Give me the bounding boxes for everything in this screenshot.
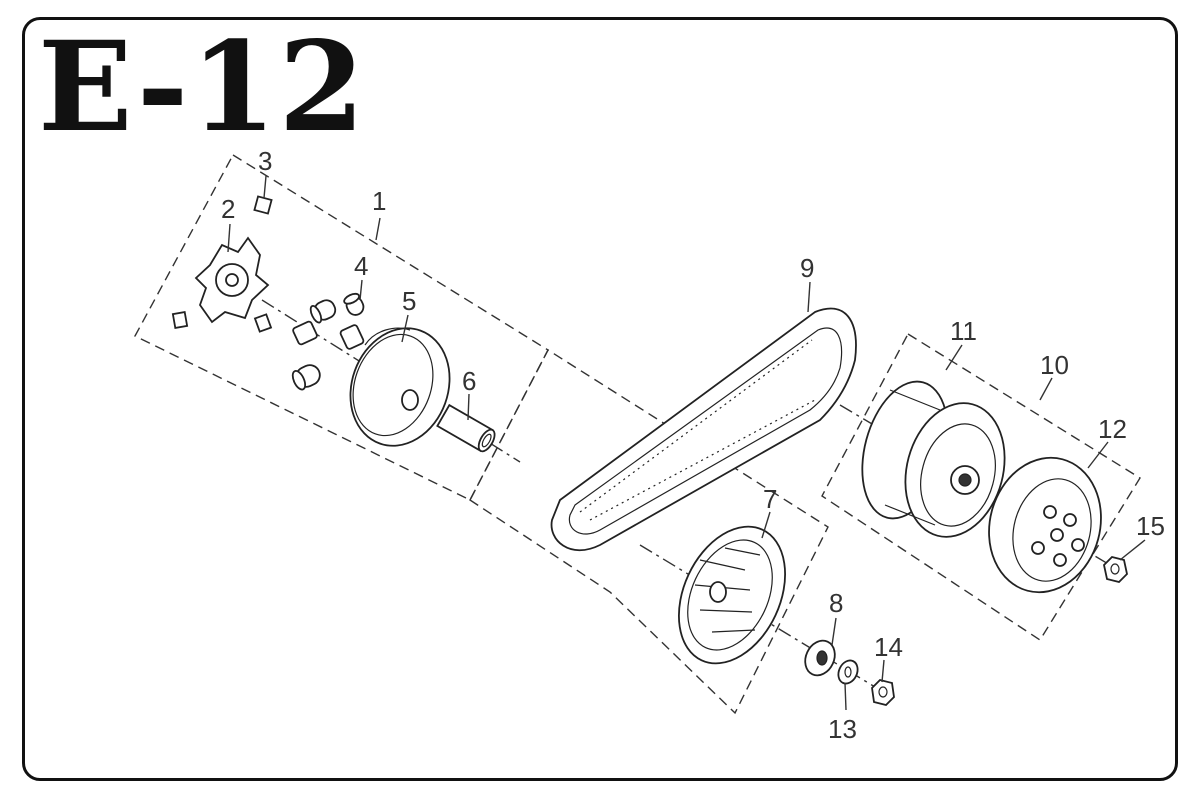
callout-12: 12 [1098, 414, 1127, 444]
callout-10: 10 [1040, 350, 1069, 380]
callout-2: 2 [221, 194, 235, 224]
group-boundary-clutch [821, 333, 1141, 641]
collar-part [436, 403, 496, 453]
washer-part [837, 659, 859, 685]
callout-11: 11 [950, 316, 977, 346]
callout-9: 9 [800, 253, 814, 283]
clutch-nut-part [1103, 556, 1128, 583]
driven-pulley-part [861, 380, 1006, 538]
callout-8: 8 [829, 588, 843, 618]
callout-14: 14 [874, 632, 903, 662]
group-boundary-drive-face [134, 154, 549, 501]
callout-15: 15 [1136, 511, 1165, 541]
callout-6: 6 [462, 366, 476, 396]
lock-nut-part [804, 639, 836, 677]
callout-3: 3 [258, 146, 272, 176]
callout-5: 5 [402, 286, 416, 316]
leader-lines [227, 175, 1146, 711]
callout-7: 7 [763, 484, 777, 514]
page-title: E-12 [38, 15, 367, 160]
slider-part [171, 195, 273, 333]
callout-1: 1 [372, 186, 386, 216]
nut-part [871, 679, 895, 706]
fixed-drive-face-part [678, 525, 786, 665]
ramp-plate-part [194, 236, 270, 324]
drive-belt-part [550, 307, 857, 551]
callout-4: 4 [354, 251, 368, 281]
diagram-frame [22, 17, 1178, 781]
movable-drive-face-part [349, 327, 451, 447]
roller-weights-part [291, 292, 365, 391]
clutch-bell-part [988, 456, 1102, 594]
callout-13: 13 [828, 714, 857, 744]
